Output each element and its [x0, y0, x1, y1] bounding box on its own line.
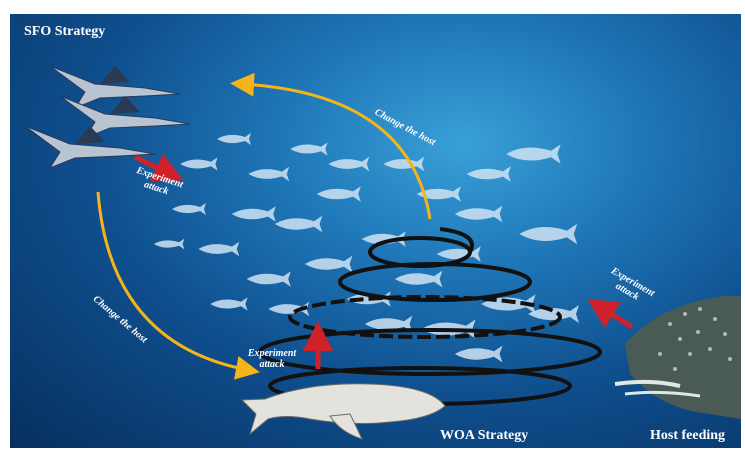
change-host-arrow-left [98, 192, 248, 370]
host-feeding-label: Host feeding [650, 428, 725, 444]
fish-school-icon [154, 133, 579, 362]
whale-icon [242, 384, 445, 439]
whale-shark-icon [615, 296, 741, 419]
woa-strategy-label: WOA Strategy [440, 428, 528, 444]
ocean-scene: SFO Strategy WOA Strategy Host feeding C… [10, 14, 741, 448]
sailfish-icon [25, 66, 190, 168]
experiment-attack-label-center: Experiment attack [242, 348, 302, 370]
attack-arrow-right [600, 307, 632, 327]
sfo-strategy-label: SFO Strategy [24, 24, 105, 40]
diagram-canvas [10, 14, 741, 448]
